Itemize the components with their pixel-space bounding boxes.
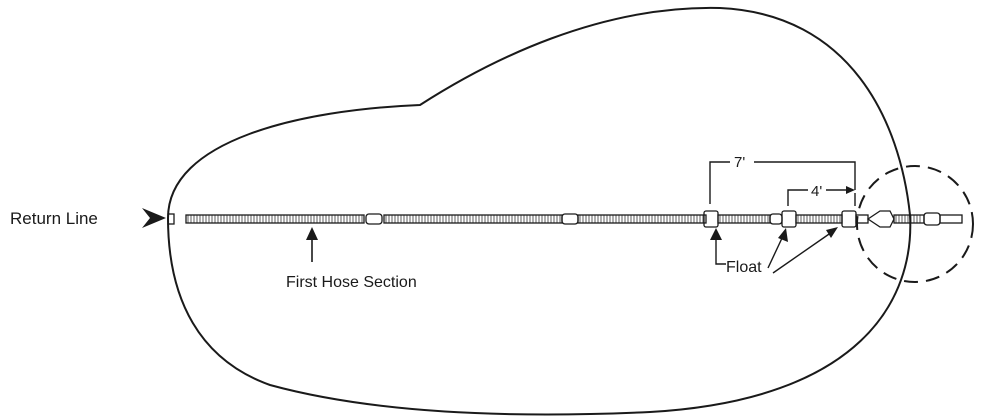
hose-connector xyxy=(769,213,783,225)
float-arrows xyxy=(710,227,838,274)
hose-connector xyxy=(365,213,383,225)
hose-connector xyxy=(561,213,579,225)
hose-section-3 xyxy=(577,214,707,224)
hose-connector xyxy=(923,212,941,226)
float-label: Float xyxy=(726,259,762,276)
float-2 xyxy=(781,210,797,228)
dimension-seven xyxy=(709,161,856,206)
first-hose-arrow xyxy=(306,227,318,262)
dashed-circle xyxy=(856,165,974,283)
hose-section-7 xyxy=(893,214,925,224)
return-line-arrow xyxy=(142,208,166,228)
dimension-four-arrowhead xyxy=(846,186,855,194)
dimension-four xyxy=(787,189,848,206)
pool-outline xyxy=(166,6,912,416)
dimension-four-label: 4' xyxy=(811,183,822,200)
dimension-seven-label: 7' xyxy=(734,154,745,171)
float-3 xyxy=(841,210,857,228)
first-hose-section-label: First Hose Section xyxy=(286,274,417,291)
hose-connector xyxy=(167,213,175,225)
return-line-label: Return Line xyxy=(10,209,98,228)
hose-corrugation xyxy=(187,215,921,223)
cleaner-head xyxy=(866,210,895,228)
hose-end xyxy=(939,214,963,224)
